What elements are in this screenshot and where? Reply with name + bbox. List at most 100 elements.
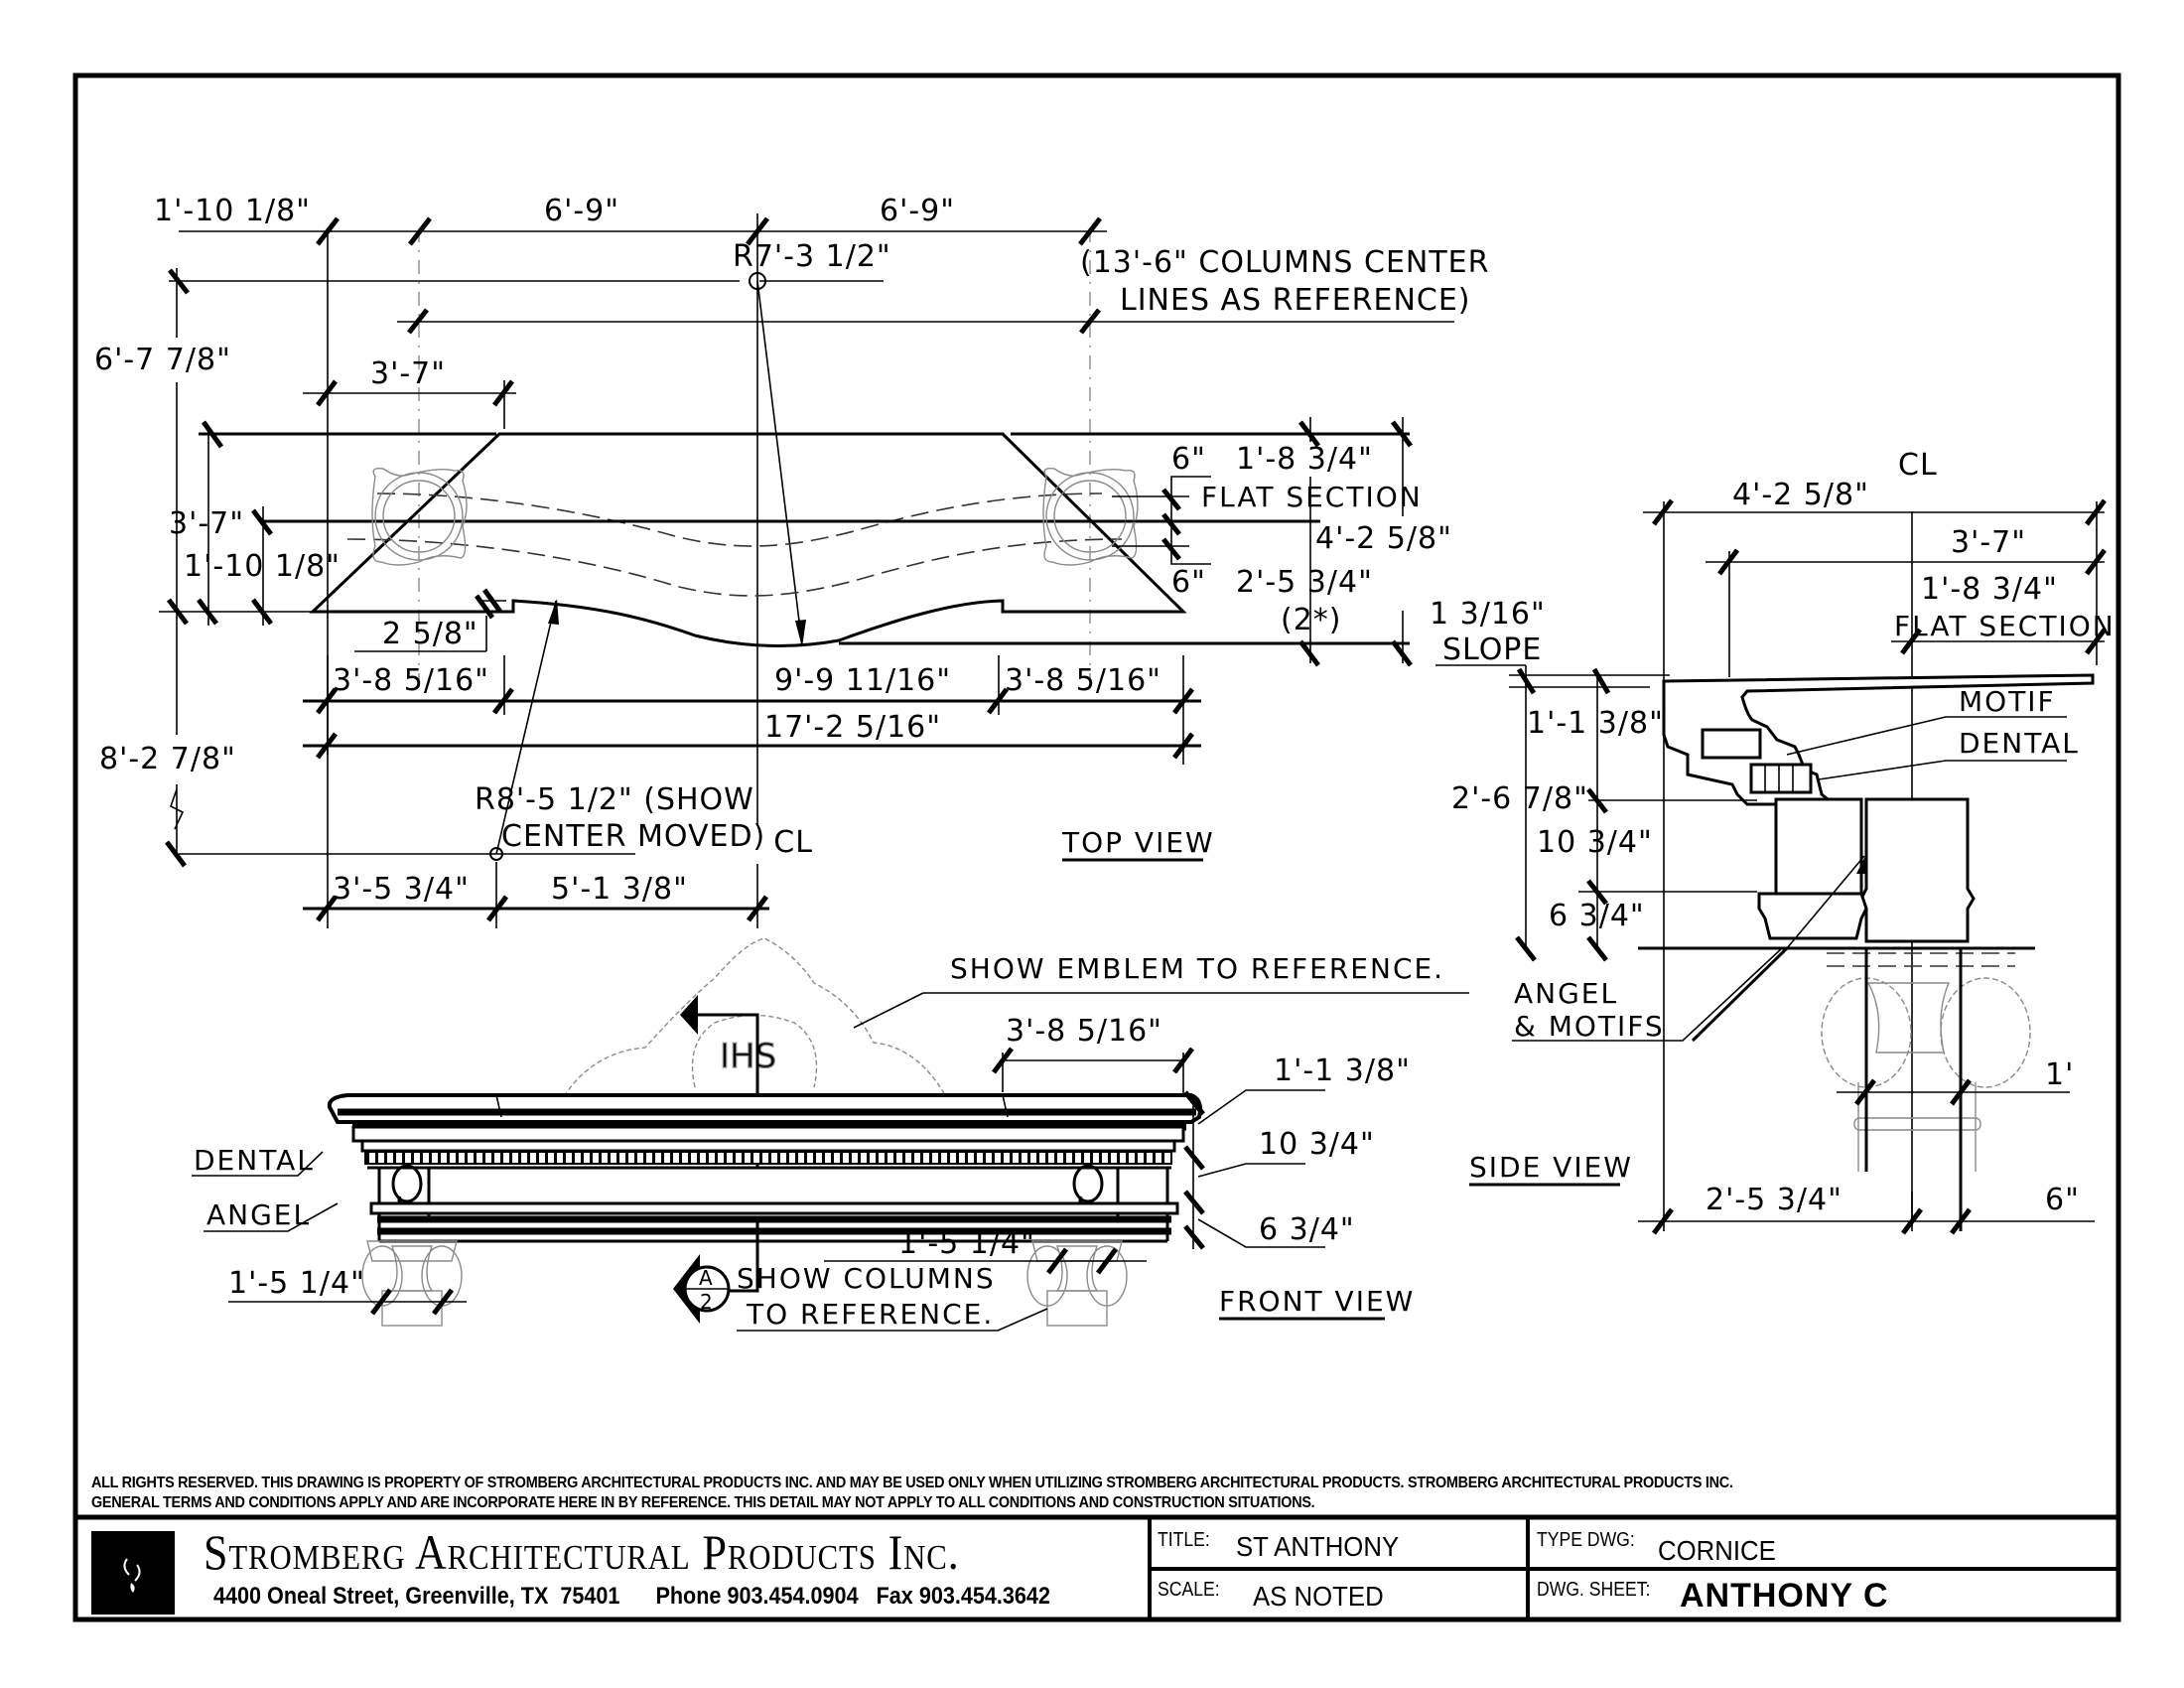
dim-depth-right-2: 2'-5 3/4" <box>1236 565 1373 600</box>
sheet-border <box>72 72 2121 1622</box>
section-marker[interactable]: A 2 <box>673 1254 731 1324</box>
side-flat-label: FLAT SECTION <box>1894 610 2116 642</box>
dim-depth-left: 3'-7" <box>169 506 244 541</box>
dim-depth-right: 4'-2 5/8" <box>1315 521 1452 556</box>
front-dim-return: 3'-8 5/16" <box>1006 1014 1162 1049</box>
front-dim-h3: 6 3/4" <box>1259 1212 1355 1247</box>
emblem-note: SHOW EMBLEM TO REFERENCE. <box>950 952 1444 985</box>
dim-return-width: 3'-7" <box>370 356 446 391</box>
company-phone: Phone 903.454.0904 <box>655 1583 859 1610</box>
company-contact: 4400 Oneal Street, Greenville, TX 75401 … <box>213 1583 1050 1611</box>
side-base-left: 2'-5 3/4" <box>1706 1183 1843 1217</box>
dim-seg-left: 3'-8 5/16" <box>333 663 489 698</box>
dwg-sheet-value: ANTHONY C <box>1680 1577 1889 1615</box>
dim-radius-top: R7'-3 1/2" <box>733 239 891 274</box>
legal-notes-line-1: ALL RIGHTS RESERVED. THIS DRAWING IS PRO… <box>91 1475 1733 1491</box>
front-col-right-dim: 1'-5 1/4" <box>898 1226 1035 1261</box>
side-dentil <box>1749 763 1813 794</box>
company-logo <box>91 1531 175 1615</box>
radius-top-arrow <box>795 620 806 647</box>
side-motif-label: MOTIF <box>1959 685 2056 718</box>
side-base-right: 6" <box>2045 1183 2080 1217</box>
dim-radius-bottom-1: R8'-5 1/2" (SHOW <box>475 782 754 817</box>
section-marker-a: A <box>699 1266 713 1290</box>
side-centerline: CL <box>1898 448 1938 483</box>
side-view: CL 4'-2 5/8" 3'-7" 1'-8 3/4" FLAT SECTIO… <box>1451 448 2116 1235</box>
front-col-left-dim: 1'-5 1/4" <box>228 1266 365 1301</box>
dim-bottom-left: 3'-5 3/4" <box>333 872 470 907</box>
column-capital-plan-right <box>1042 467 1139 566</box>
front-view-label: FRONT VIEW <box>1219 1285 1415 1318</box>
front-columns-note-1: SHOW COLUMNS <box>737 1262 996 1295</box>
flat-section-label: FLAT SECTION <box>1201 481 1423 513</box>
legal-notes: ALL RIGHTS RESERVED. THIS DRAWING IS PRO… <box>91 1474 1975 1513</box>
column-reference-left <box>361 1240 463 1327</box>
dim-depth-inner: 1'-10 1/8" <box>184 549 341 584</box>
front-dental-label: DENTAL <box>194 1144 315 1177</box>
side-dim-h2: 10 3/4" <box>1537 825 1653 860</box>
contact-spacer <box>619 1583 655 1610</box>
dim-seg-center: 9'-9 11/16" <box>774 663 951 698</box>
scale-value: AS NOTED <box>1253 1581 1384 1612</box>
front-columns-note-2: TO REFERENCE. <box>746 1298 994 1331</box>
legal-notes-line-2: GENERAL TERMS AND CONDITIONS APPLY AND A… <box>91 1494 1315 1511</box>
dim-overall-length: 17'-2 5/16" <box>764 710 941 745</box>
scale-label: SCALE: <box>1158 1579 1220 1601</box>
side-dim-flat: 1'-8 3/4" <box>1921 572 2058 607</box>
columns-center-note-2: LINES AS REFERENCE) <box>1120 283 1471 318</box>
dim-left-offset: 1'-10 1/8" <box>154 194 311 228</box>
title-label: TITLE: <box>1158 1529 1210 1551</box>
title-block-frame <box>75 1514 2118 1619</box>
emblem-reference: IHS <box>554 937 955 1111</box>
cornice-plan-outline <box>309 432 1187 647</box>
side-angel-label-1: ANGEL <box>1514 977 1618 1010</box>
contact-spacer <box>859 1583 877 1610</box>
dentil-band <box>364 1151 1172 1165</box>
side-dim-mid: 3'-7" <box>1951 525 2026 560</box>
dim-half-left: 6'-9" <box>544 194 619 228</box>
top-view: 1'-10 1/8" 6'-9" 6'-9" R7'-3 1/2" (13'-6… <box>94 194 1546 928</box>
side-dental-label: DENTAL <box>1959 727 2080 760</box>
dwg-sheet-label: DWG. SHEET: <box>1537 1579 1651 1601</box>
section-marker-2: 2 <box>700 1290 713 1314</box>
dim-notch: 2 5/8" <box>382 617 478 651</box>
side-dim-h3: 6 3/4" <box>1549 899 1645 933</box>
side-column-reference <box>1821 948 2031 1231</box>
emblem-monogram: IHS <box>720 1037 776 1076</box>
side-view-label: SIDE VIEW <box>1469 1151 1633 1184</box>
centerline-top-view: CL <box>773 825 813 860</box>
company-name: Stromberg Architectural Products Inc. <box>204 1524 960 1580</box>
front-dim-h1: 1'-1 3/8" <box>1274 1054 1411 1088</box>
dim-overall-depth: 6'-7 7/8" <box>94 343 231 377</box>
columns-center-note-1: (13'-6" COLUMNS CENTER <box>1080 245 1489 280</box>
side-dim-top: 4'-2 5/8" <box>1732 478 1869 512</box>
slope-label: SLOPE <box>1442 633 1542 667</box>
dim-flat-6-bottom: 6" <box>1171 565 1206 600</box>
type-dwg-value: CORNICE <box>1658 1535 1776 1566</box>
dim-slope: 1 3/16" <box>1430 597 1546 632</box>
side-col-dim: 1' <box>2045 1057 2074 1092</box>
side-angel-label-2: & MOTIFS <box>1514 1010 1665 1043</box>
dim-half-right: 6'-9" <box>880 194 955 228</box>
company-address: 4400 Oneal Street, Greenville, TX 75401 <box>213 1583 620 1610</box>
top-view-label: TOP VIEW <box>1061 826 1215 859</box>
side-dim-total: 2'-6 7/8" <box>1451 781 1588 816</box>
side-angel-arrow <box>1856 854 1866 874</box>
front-dim-h2: 10 3/4" <box>1259 1127 1375 1162</box>
title-value: ST ANTHONY <box>1236 1531 1400 1562</box>
front-view: IHS SHOW EMBLEM TO REFERENCE. <box>192 937 1469 1332</box>
radius-center-top <box>749 272 766 290</box>
dim-radius-bottom-2: CENTER MOVED) <box>501 819 765 854</box>
flame-logo-icon <box>123 1558 141 1593</box>
company-fax: Fax 903.454.3642 <box>876 1583 1050 1610</box>
section-arrow-head <box>680 995 698 1035</box>
front-angel-label: ANGEL <box>206 1198 311 1231</box>
column-reference-right <box>1026 1240 1128 1327</box>
column-capital-plan-left <box>371 467 468 566</box>
dim-bottom-right: 5'-1 3/8" <box>551 872 688 907</box>
side-dim-h1: 1'-1 3/8" <box>1527 706 1664 741</box>
dim-seg-right: 3'-8 5/16" <box>1005 663 1161 698</box>
count-note: (2*) <box>1281 603 1342 637</box>
dim-flat-6-top: 6" <box>1171 442 1206 477</box>
